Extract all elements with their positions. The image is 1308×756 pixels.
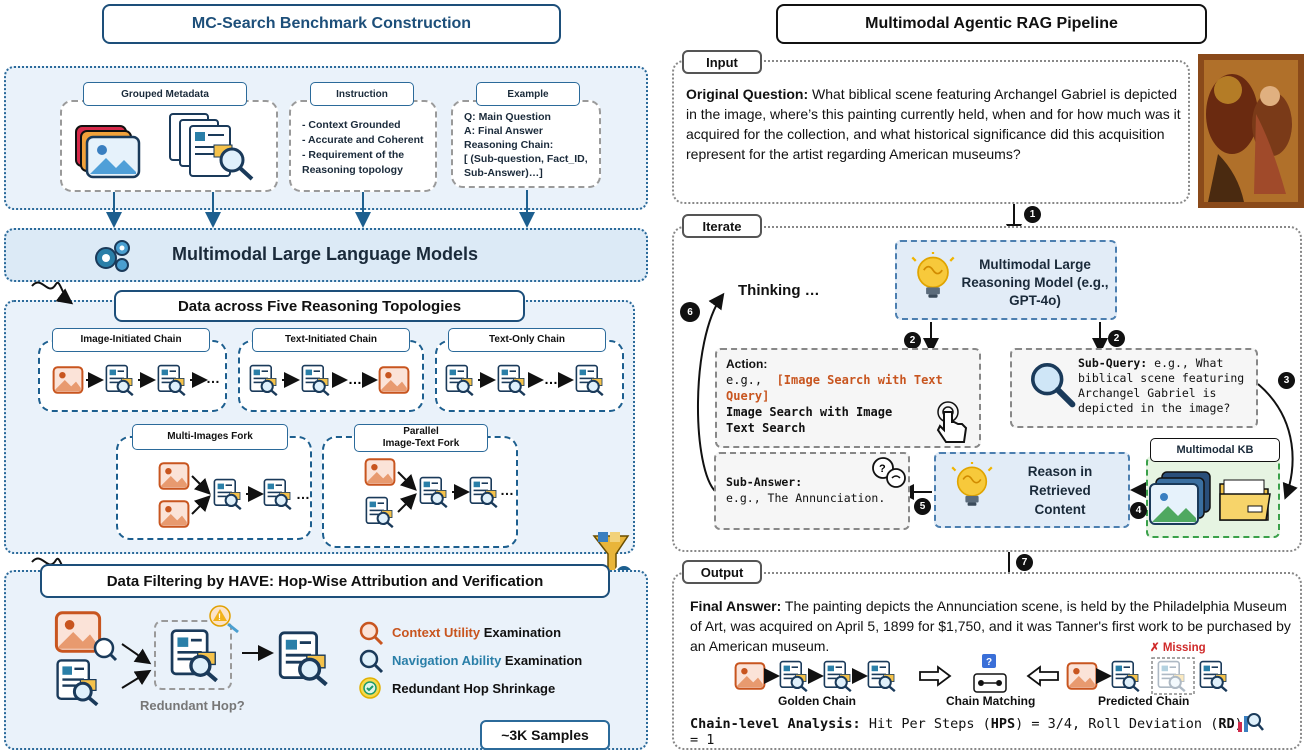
text-only-chain: … [445,364,604,396]
predicted-chain-icons [1066,657,1229,695]
dots: … [206,370,220,386]
text-only-tag: Text-Only Chain [448,328,606,352]
subanswer-text: Sub-Answer: e.g., The Annunciation. [726,475,886,505]
step-2a-badge: 2 [904,332,921,349]
step-1-badge: 1 [1024,206,1041,223]
parallel-fork-tag: Parallel Image-Text Fork [354,424,488,452]
annunciation-painting [1198,54,1304,208]
output-tag: Output [682,560,762,584]
chain-analysis: Chain-level Analysis: Hit Per Steps (HPS… [690,716,1243,748]
image-initiated-chain [52,364,208,396]
missing-label: ✗ Missing [1150,642,1206,654]
filter-inputs [54,611,152,706]
samples-badge: ~3K Samples [480,720,610,750]
subquery-text: Sub-Query: e.g., What biblical scene fea… [1078,356,1245,415]
kb-images-icon [1149,471,1211,525]
image-initiated-tag: Image-Initiated Chain [52,328,210,352]
qa-bubbles-icon: ? [872,457,906,488]
instruction-lines: - Context Grounded - Accurate and Cohere… [302,119,424,176]
filter-arrow [242,645,274,661]
multi-images-tag: Multi-Images Fork [132,424,288,450]
multi-images-chain [158,462,292,528]
golden-chain-icons [734,660,896,692]
analysis-chart-icon [1238,713,1264,732]
parallel-fork-dots: … [500,482,514,498]
original-question: Original Question: What biblical scene f… [686,86,1181,162]
parallel-fork-chain [364,458,498,528]
model-label: Multimodal Large Reasoning Model (e.g., … [961,257,1109,308]
example-lines: Q: Main Question A: Final Answer Reasoni… [464,111,588,179]
step-3-badge: 3 [1278,372,1295,389]
shrinkage-icon [359,677,381,699]
thinking-label: Thinking … [738,282,820,299]
shrinkage-text: Redundant Hop Shrinkage [392,681,556,696]
example-tag: Example [476,82,580,106]
step-2b-badge: 2 [1108,330,1125,347]
context-utility-text: Context Utility Examination [392,625,562,640]
gears-icon [95,240,130,272]
navigation-text: Navigation Ability Examination [392,653,583,668]
redundant-hop-label: Redundant Hop? [140,698,245,713]
iterate-tag: Iterate [682,214,762,238]
final-answer: Final Answer: The painting depicts the A… [690,598,1291,654]
chain-matching-label: Chain Matching [946,694,1036,708]
image-stack-icon [75,125,141,179]
text-initiated-chain: … [249,364,410,396]
reason-bulb-icon [951,462,993,507]
step-6-badge: 6 [680,302,700,322]
right-title: Multimodal Agentic RAG Pipeline [776,4,1207,44]
golden-chain-label: Golden Chain [778,694,856,708]
document-stack-icon [169,113,254,181]
warning-icon: ! [209,605,239,634]
topologies-title: Data across Five Reasoning Topologies [114,290,525,322]
step-4-badge: 4 [1130,502,1147,519]
action-box [715,348,981,448]
instruction-tag: Instruction [310,82,414,106]
text-initiated-tag: Text-Initiated Chain [252,328,410,352]
predicted-chain-label: Predicted Chain [1098,694,1190,708]
grouped-metadata-tag: Grouped Metadata [83,82,247,106]
metadata-arrows [106,190,535,228]
chain-matching-icon: ? [973,654,1007,693]
step-7-badge: 7 [1016,554,1033,571]
click-hand-icon[interactable] [932,400,972,446]
subquery-magnifier-icon [1028,360,1076,408]
squiggle-arrow [31,281,74,305]
svg-text:?: ? [879,463,886,475]
input-tag: Input [682,50,762,74]
kb-tag: Multimodal KB [1150,438,1280,462]
navigation-icon [359,649,384,674]
left-hollow-arrow-icon [1026,665,1059,687]
example-box [451,100,601,188]
svg-text:?: ? [986,657,992,668]
svg-text:…: … [348,371,362,387]
left-title: MC-Search Benchmark Construction [102,4,561,44]
svg-text:…: … [544,371,558,387]
kb-folder-icon [1219,479,1271,521]
input-panel [672,60,1190,204]
redundant-hop-box [154,620,232,690]
multi-images-dots: … [296,486,310,502]
action-text: Action: e.g., [Image Search with Text Qu… [726,357,943,435]
mllm-label: Multimodal Large Language Models [172,244,479,264]
svg-text:!: ! [218,612,221,622]
filtering-title: Data Filtering by HAVE: Hop-Wise Attribu… [40,564,610,598]
step-5-badge: 5 [914,498,931,515]
reason-label: Reason in Retrieved Content [1027,464,1093,517]
context-utility-icon [359,621,384,646]
right-hollow-arrow-icon [919,665,952,687]
